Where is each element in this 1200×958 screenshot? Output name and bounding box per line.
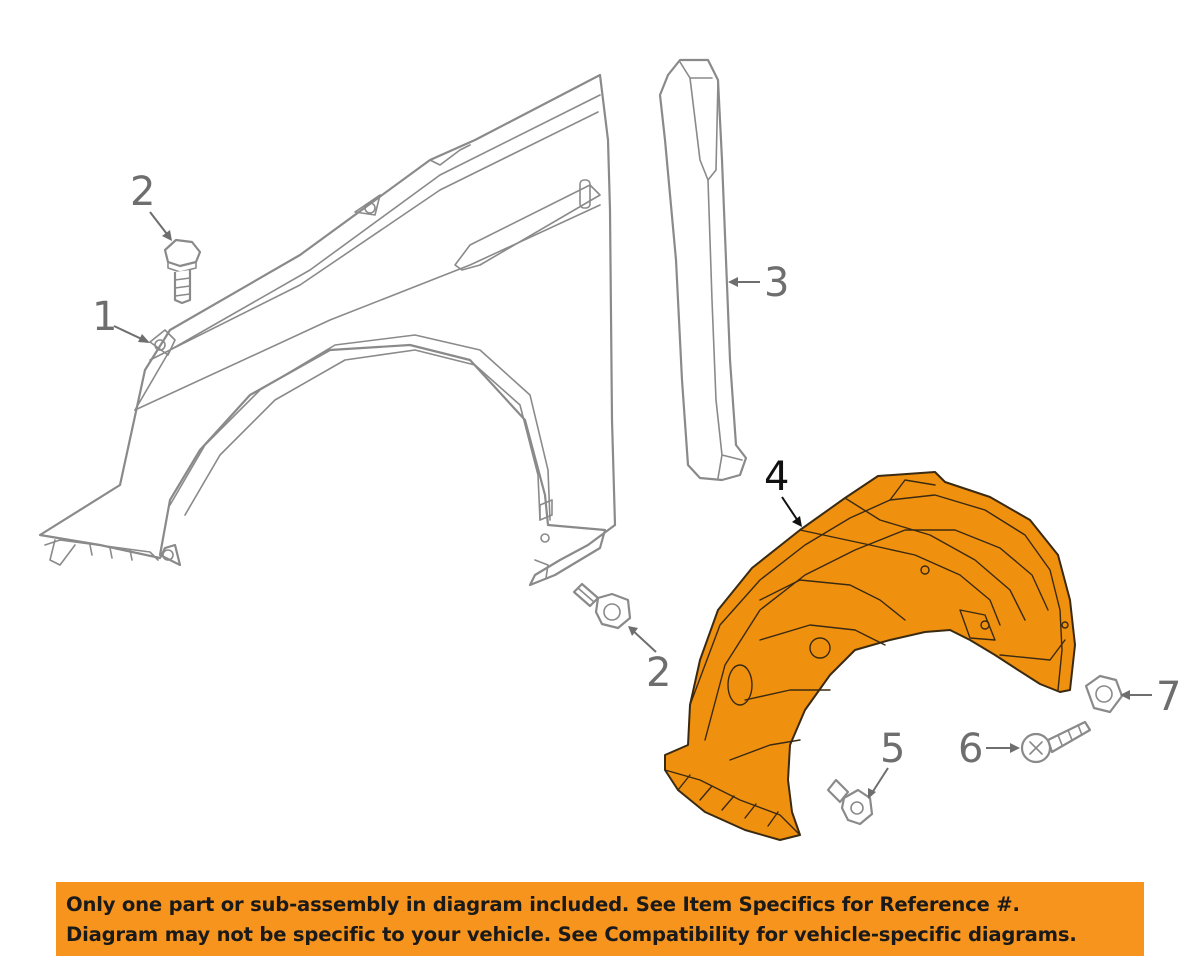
callout-5: 5 bbox=[868, 726, 905, 799]
fender-insulator bbox=[658, 58, 748, 482]
liner-nut bbox=[1084, 674, 1124, 714]
svg-text:5: 5 bbox=[880, 726, 905, 772]
svg-text:3: 3 bbox=[764, 260, 789, 306]
disclaimer-line-1: Only one part or sub-assembly in diagram… bbox=[66, 893, 1020, 916]
parts-diagram: 1 2 2 3 4 5 6 7 bbox=[38, 58, 1181, 841]
fender-liner bbox=[664, 471, 1076, 841]
callout-2-upper: 2 bbox=[130, 169, 172, 241]
svg-text:7: 7 bbox=[1156, 674, 1181, 720]
svg-text:6: 6 bbox=[958, 726, 983, 772]
callout-7: 7 bbox=[1120, 674, 1181, 720]
svg-text:2: 2 bbox=[646, 650, 671, 696]
liner-screw bbox=[1020, 720, 1092, 764]
disclaimer-line-2: Diagram may not be specific to your vehi… bbox=[66, 923, 1077, 946]
callout-6: 6 bbox=[958, 726, 1020, 772]
fender-bolt-upper bbox=[163, 238, 202, 305]
fender-bolt-lower bbox=[572, 582, 632, 630]
disclaimer-banner: Only one part or sub-assembly in diagram… bbox=[56, 882, 1144, 956]
svg-text:1: 1 bbox=[92, 294, 117, 340]
fender bbox=[38, 73, 617, 587]
callout-2-lower: 2 bbox=[628, 626, 671, 696]
callout-3: 3 bbox=[728, 260, 789, 306]
callout-1: 1 bbox=[92, 294, 150, 343]
svg-text:2: 2 bbox=[130, 169, 155, 215]
svg-text:4: 4 bbox=[764, 454, 789, 500]
callout-4: 4 bbox=[764, 454, 802, 527]
liner-bolt bbox=[826, 778, 874, 826]
